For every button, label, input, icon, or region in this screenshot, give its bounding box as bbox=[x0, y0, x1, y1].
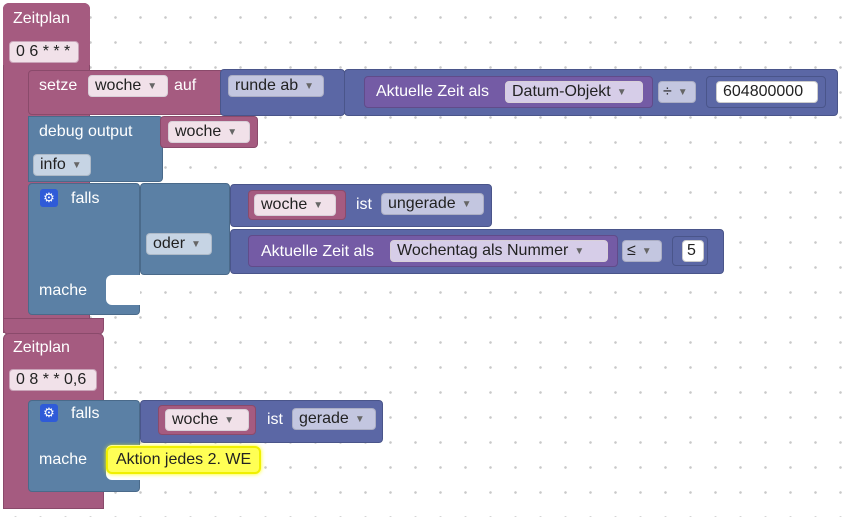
parity-variable-dropdown-1[interactable]: woche ▼ bbox=[254, 194, 336, 216]
chevron-down-icon: ▼ bbox=[313, 200, 324, 211]
if-label-1: falls bbox=[71, 190, 100, 207]
parity-value-2: gerade bbox=[299, 410, 349, 427]
chevron-down-icon: ▼ bbox=[147, 81, 158, 92]
do-label-1: mache bbox=[39, 282, 88, 299]
parity-variable-name-2: woche bbox=[172, 411, 219, 428]
compare-op-value: ≤ bbox=[627, 242, 636, 259]
chevron-down-icon: ▼ bbox=[191, 239, 201, 250]
parity-variable-name-1: woche bbox=[261, 196, 308, 213]
parity-dropdown-1[interactable]: ungerade ▼ bbox=[381, 193, 484, 215]
or-op-dropdown[interactable]: oder ▼ bbox=[146, 233, 212, 255]
time-format-dropdown[interactable]: Datum-Objekt ▼ bbox=[505, 81, 643, 103]
or-op-value: oder bbox=[153, 235, 186, 252]
do-label-2: mache bbox=[39, 451, 88, 468]
if-label-2: falls bbox=[71, 405, 100, 422]
do-slot-1 bbox=[106, 275, 140, 305]
chevron-down-icon: ▼ bbox=[227, 127, 238, 138]
schedule-2-cron-input[interactable]: 0 8 * * 0,6 bbox=[9, 369, 97, 391]
chevron-down-icon: ▼ bbox=[574, 246, 585, 257]
chevron-down-icon: ▼ bbox=[461, 199, 472, 210]
chevron-down-icon: ▼ bbox=[304, 81, 315, 92]
set-variable-name: woche bbox=[95, 77, 142, 94]
debug-output-label: debug output bbox=[39, 123, 133, 140]
current-time-label-2: Aktuelle Zeit als bbox=[261, 243, 374, 260]
chevron-down-icon: ▼ bbox=[616, 87, 627, 98]
parity-dropdown-2[interactable]: gerade ▼ bbox=[292, 408, 376, 430]
chevron-down-icon: ▼ bbox=[677, 87, 688, 98]
schedule-1-cron-input[interactable]: 0 6 * * * bbox=[9, 41, 79, 63]
comment-block[interactable]: Aktion jedes 2. WE bbox=[106, 446, 262, 474]
divide-op-dropdown[interactable]: ÷▼ bbox=[658, 81, 696, 103]
set-variable-dropdown[interactable]: woche ▼ bbox=[88, 75, 168, 97]
compare-value-input[interactable]: 5 bbox=[682, 240, 704, 262]
chevron-down-icon: ▼ bbox=[641, 246, 652, 257]
compare-op-dropdown[interactable]: ≤▼ bbox=[622, 240, 662, 262]
round-op-dropdown[interactable]: runde ab ▼ bbox=[228, 75, 324, 97]
ist-label-2: ist bbox=[267, 411, 283, 428]
debug-level-value: info bbox=[40, 156, 66, 173]
divisor-input[interactable]: 604800000 bbox=[716, 81, 818, 103]
debug-variable-name: woche bbox=[175, 123, 222, 140]
parity-value-1: ungerade bbox=[388, 195, 456, 212]
round-op-label: runde ab bbox=[235, 77, 299, 94]
debug-level-dropdown[interactable]: info ▼ bbox=[33, 154, 91, 176]
parity-variable-dropdown-2[interactable]: woche ▼ bbox=[165, 409, 249, 431]
ist-label-1: ist bbox=[356, 196, 372, 213]
current-time-label: Aktuelle Zeit als bbox=[376, 83, 489, 100]
debug-variable-dropdown[interactable]: woche ▼ bbox=[168, 121, 250, 143]
divide-op-value: ÷ bbox=[663, 83, 672, 100]
chevron-down-icon: ▼ bbox=[71, 160, 82, 171]
or-block[interactable] bbox=[140, 183, 230, 275]
gear-icon[interactable]: ⚙ bbox=[40, 404, 58, 422]
weekday-format-dropdown[interactable]: Wochentag als Nummer ▼ bbox=[390, 240, 608, 262]
weekday-format-value: Wochentag als Nummer bbox=[397, 242, 569, 259]
gear-icon[interactable]: ⚙ bbox=[40, 189, 58, 207]
schedule-1-title: Zeitplan bbox=[13, 10, 70, 27]
time-format-value: Datum-Objekt bbox=[512, 83, 611, 100]
chevron-down-icon: ▼ bbox=[354, 414, 365, 425]
auf-label: auf bbox=[174, 77, 197, 94]
schedule-2-title: Zeitplan bbox=[13, 339, 70, 356]
set-label: setze bbox=[39, 77, 78, 94]
chevron-down-icon: ▼ bbox=[224, 415, 235, 426]
